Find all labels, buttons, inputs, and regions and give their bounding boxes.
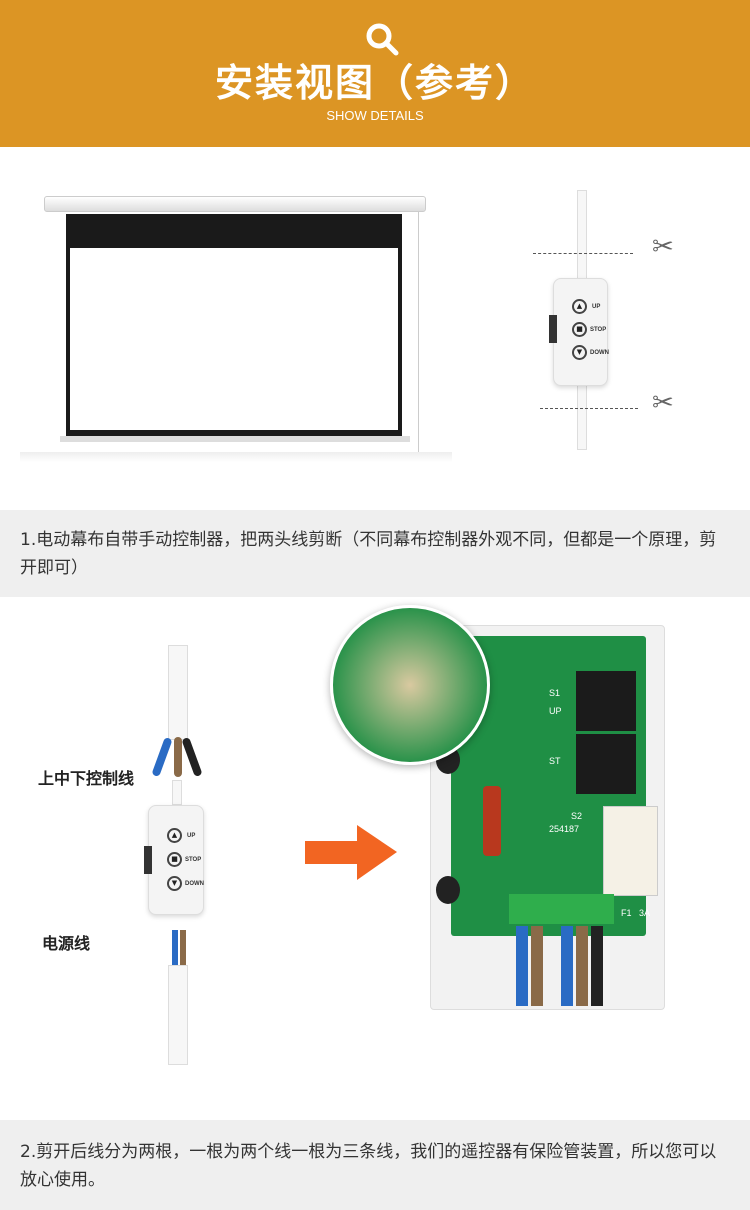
- page-subtitle: SHOW DETAILS: [326, 108, 424, 123]
- triangle-down-icon: ▼: [167, 876, 182, 891]
- power-wire-label: 电源线: [42, 934, 91, 953]
- scissors-icon: ✂: [652, 388, 674, 418]
- triangle-down-icon: ▼: [572, 345, 587, 360]
- zoom-detail-circle: [330, 605, 490, 765]
- step1-caption: 1.电动幕布自带手动控制器，把两头线剪断（不同幕布控制器外观不同，但都是一个原理…: [0, 510, 750, 597]
- page-title: 安装视图（参考）: [214, 61, 535, 105]
- square-stop-icon: ■: [572, 322, 587, 337]
- controller-cut-illustration: ✂ ✂ ▲UP ■STOP ▼DOWN: [520, 190, 720, 450]
- scissors-icon: ✂: [652, 232, 674, 262]
- step2-caption: 2.剪开后线分为两根，一根为两个线一根为三条线，我们的遥控器有保险管装置，所以您…: [0, 1120, 750, 1210]
- triangle-up-icon: ▲: [167, 828, 182, 843]
- wired-controller: ▲UP ■STOP ▼DOWN: [144, 805, 204, 915]
- square-stop-icon: ■: [167, 852, 182, 867]
- control-wire-label: 上中下控制线: [38, 769, 135, 788]
- cut-wires-illustration: ▲UP ■STOP ▼DOWN: [140, 645, 220, 1065]
- triangle-up-icon: ▲: [572, 299, 587, 314]
- projector-screen-image: [20, 190, 452, 465]
- arrow-right-icon: [305, 825, 397, 880]
- search-icon: [366, 23, 399, 56]
- wired-controller: ▲UP ■STOP ▼DOWN: [549, 278, 609, 386]
- header-banner: 安装视图（参考） SHOW DETAILS: [0, 0, 750, 147]
